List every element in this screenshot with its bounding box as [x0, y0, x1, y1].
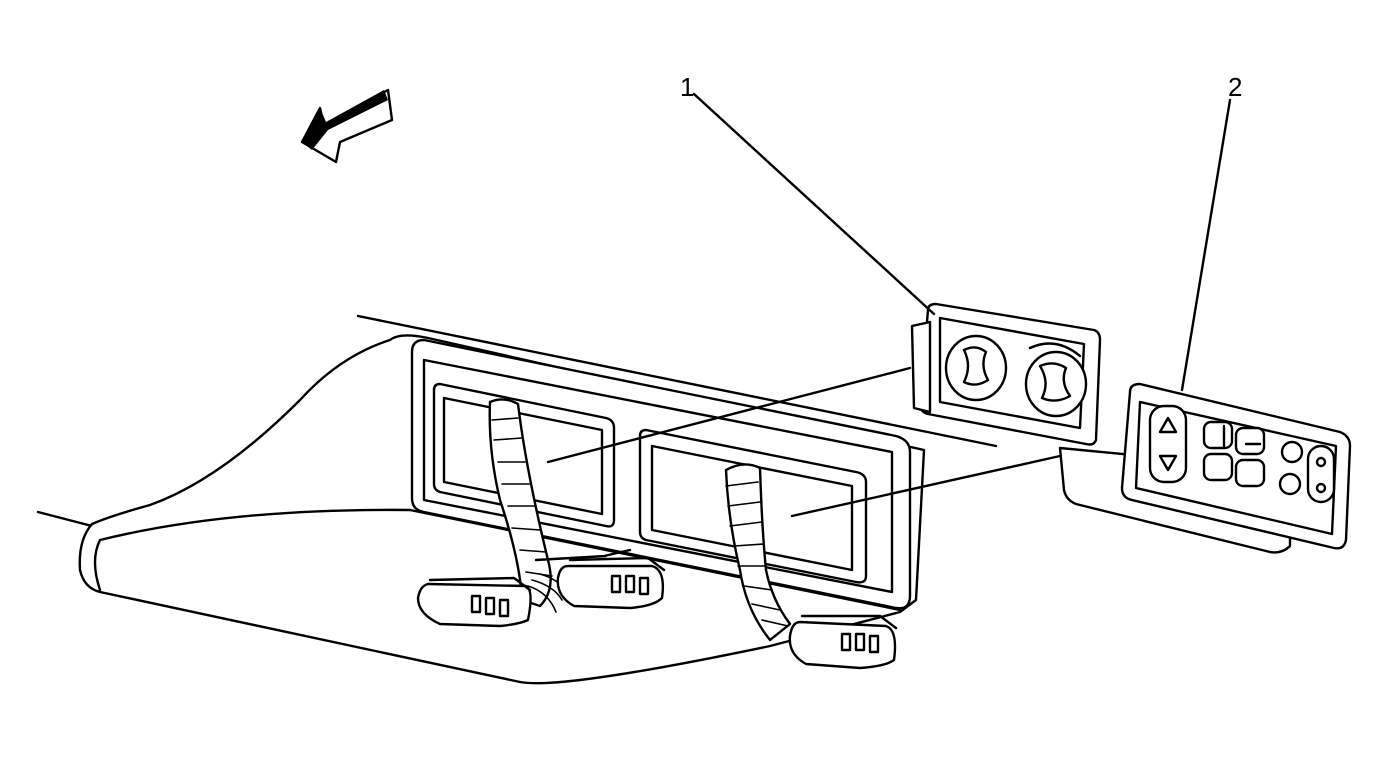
- wiring-harness-right: [724, 463, 792, 642]
- callout-1: 1: [680, 72, 936, 316]
- front-arrow-icon: [300, 88, 394, 164]
- wiring-connector-icon: [416, 548, 898, 670]
- callout-1-label: 1: [680, 72, 694, 102]
- callout-2: 2: [1180, 72, 1242, 392]
- reading-lamp-module: [910, 302, 1102, 446]
- headliner-lines: [36, 314, 998, 528]
- callout-2-label: 2: [1228, 72, 1242, 102]
- control-panel-module: [1058, 382, 1352, 554]
- leader-lines: [546, 366, 1062, 518]
